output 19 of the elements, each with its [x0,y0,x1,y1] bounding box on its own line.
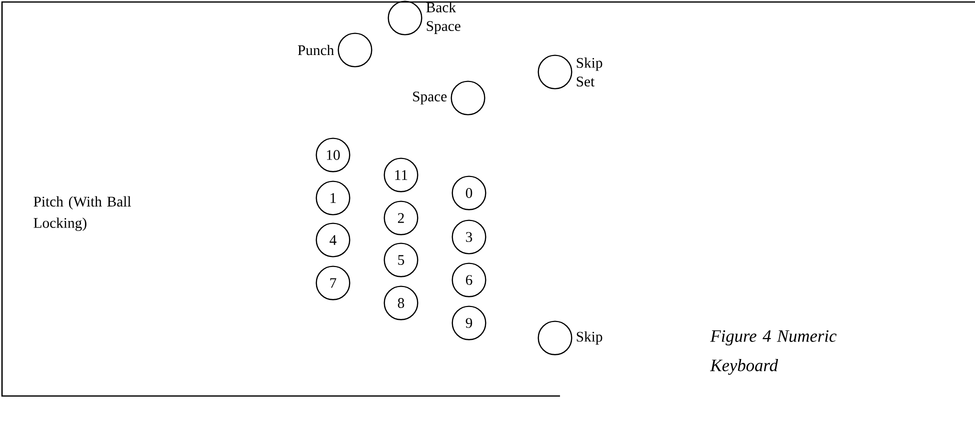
key: 5 [384,242,418,278]
key: 11 [384,158,418,192]
key: 8 [384,286,418,320]
key-label: Skip [576,331,602,345]
key: 10 [316,138,350,172]
figure-caption: Figure 4 Numeric Keyboard [710,330,837,375]
keyboard-note: Pitch (With Ball Locking) [34,196,131,231]
key-label: Space [413,92,447,104]
key-label: Back Space [426,2,460,34]
key: 6 [452,262,486,298]
key-label: Punch [298,44,334,56]
key: 9 [452,306,486,340]
key: 2 [384,200,418,236]
key: 0 [452,176,486,210]
key: 3 [452,220,486,254]
key-label: Skip Set [576,58,602,86]
key: 4 [316,222,350,258]
key: 1 [316,180,350,216]
key: 7 [316,266,350,300]
